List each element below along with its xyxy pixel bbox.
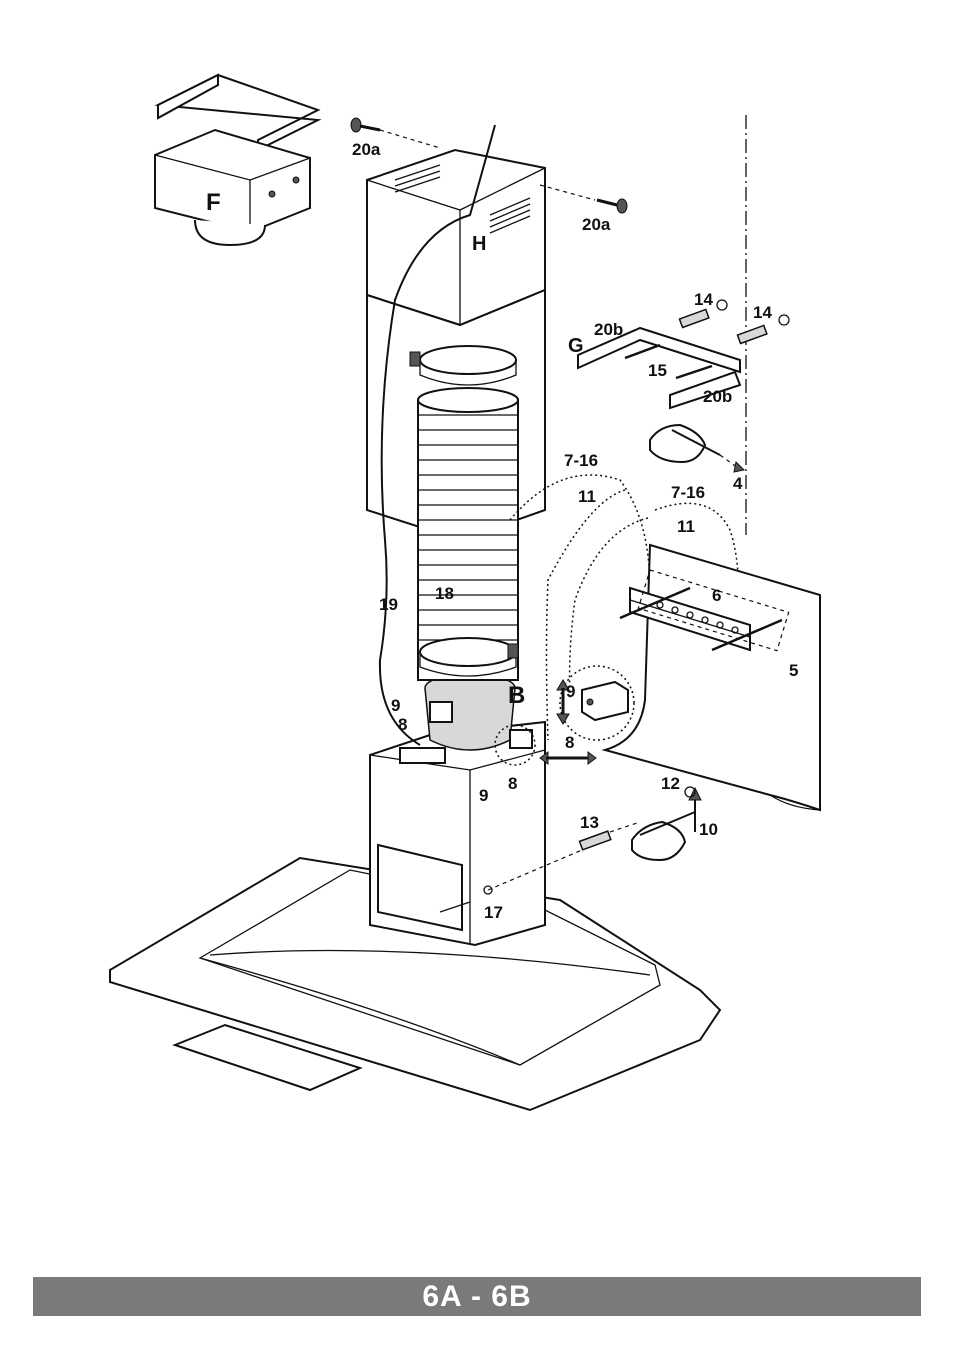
label-F: F [206, 189, 221, 216]
label-4: 4 [733, 474, 743, 493]
label-12: 12 [661, 774, 680, 793]
label-19: 19 [379, 595, 398, 614]
label-18: 18 [435, 584, 454, 603]
label-20a-right: 20a [582, 215, 611, 234]
arrow-path-7-16-b [654, 502, 740, 601]
wall-panel [601, 543, 821, 812]
arrow-path-7-16-a [509, 474, 651, 591]
label-13: 13 [580, 813, 599, 832]
label-11-b: 11 [677, 517, 695, 536]
label-5: 5 [789, 661, 798, 680]
detail-clip-circle [494, 665, 635, 766]
label-8-a: 8 [398, 715, 407, 734]
label-10: 10 [699, 820, 718, 839]
label-14-left: 14 [694, 290, 713, 309]
label-15: 15 [648, 361, 667, 380]
hose-clamp-lower [419, 637, 519, 677]
wall-plug-13 [487, 821, 641, 891]
vent-slots-right [489, 197, 531, 234]
bracket-g [577, 326, 742, 410]
mounting-rail-6 [619, 569, 790, 652]
wall-plug-14-right [736, 314, 790, 345]
label-20b-top: 20b [594, 320, 623, 339]
label-6: 6 [712, 586, 721, 605]
label-20b-bottom: 20b [703, 387, 732, 406]
label-G: G [568, 335, 584, 357]
arrow-path-11-b [568, 517, 649, 701]
grease-filter-panel [172, 1023, 363, 1092]
arrow-path-11-a [545, 489, 626, 741]
label-17: 17 [484, 903, 503, 922]
flexible-duct [417, 387, 519, 681]
power-cable [378, 124, 496, 746]
label-11-a: 11 [578, 487, 596, 506]
label-14-right: 14 [753, 303, 772, 322]
hose-clamp-upper [409, 345, 517, 386]
label-8-c: 8 [565, 733, 574, 752]
screw-20a-top [350, 117, 441, 149]
chimney-upper [366, 148, 546, 327]
label-8-b: 8 [508, 774, 517, 793]
label-9-c: 9 [566, 682, 575, 701]
label-9-a: 9 [391, 696, 400, 715]
hand-marking-icon-top [649, 423, 746, 473]
label-H: H [472, 233, 486, 255]
motor-body [369, 720, 546, 947]
screw-20a-right [539, 184, 628, 214]
figure-caption: 6A - 6B [422, 1279, 532, 1313]
label-7-16-a: 7-16 [564, 451, 598, 470]
adapter-box-f [154, 73, 322, 247]
label-9-b: 9 [479, 786, 488, 805]
label-7-16-b: 7-16 [671, 483, 705, 502]
label-B: B [508, 682, 525, 709]
wall-plug-14-left [678, 299, 728, 329]
hand-marking-icon-bottom [631, 786, 702, 862]
label-20a-top: 20a [352, 140, 381, 159]
figure-caption-bar: 6A - 6B [33, 1277, 921, 1316]
vent-slots-left [394, 164, 441, 193]
